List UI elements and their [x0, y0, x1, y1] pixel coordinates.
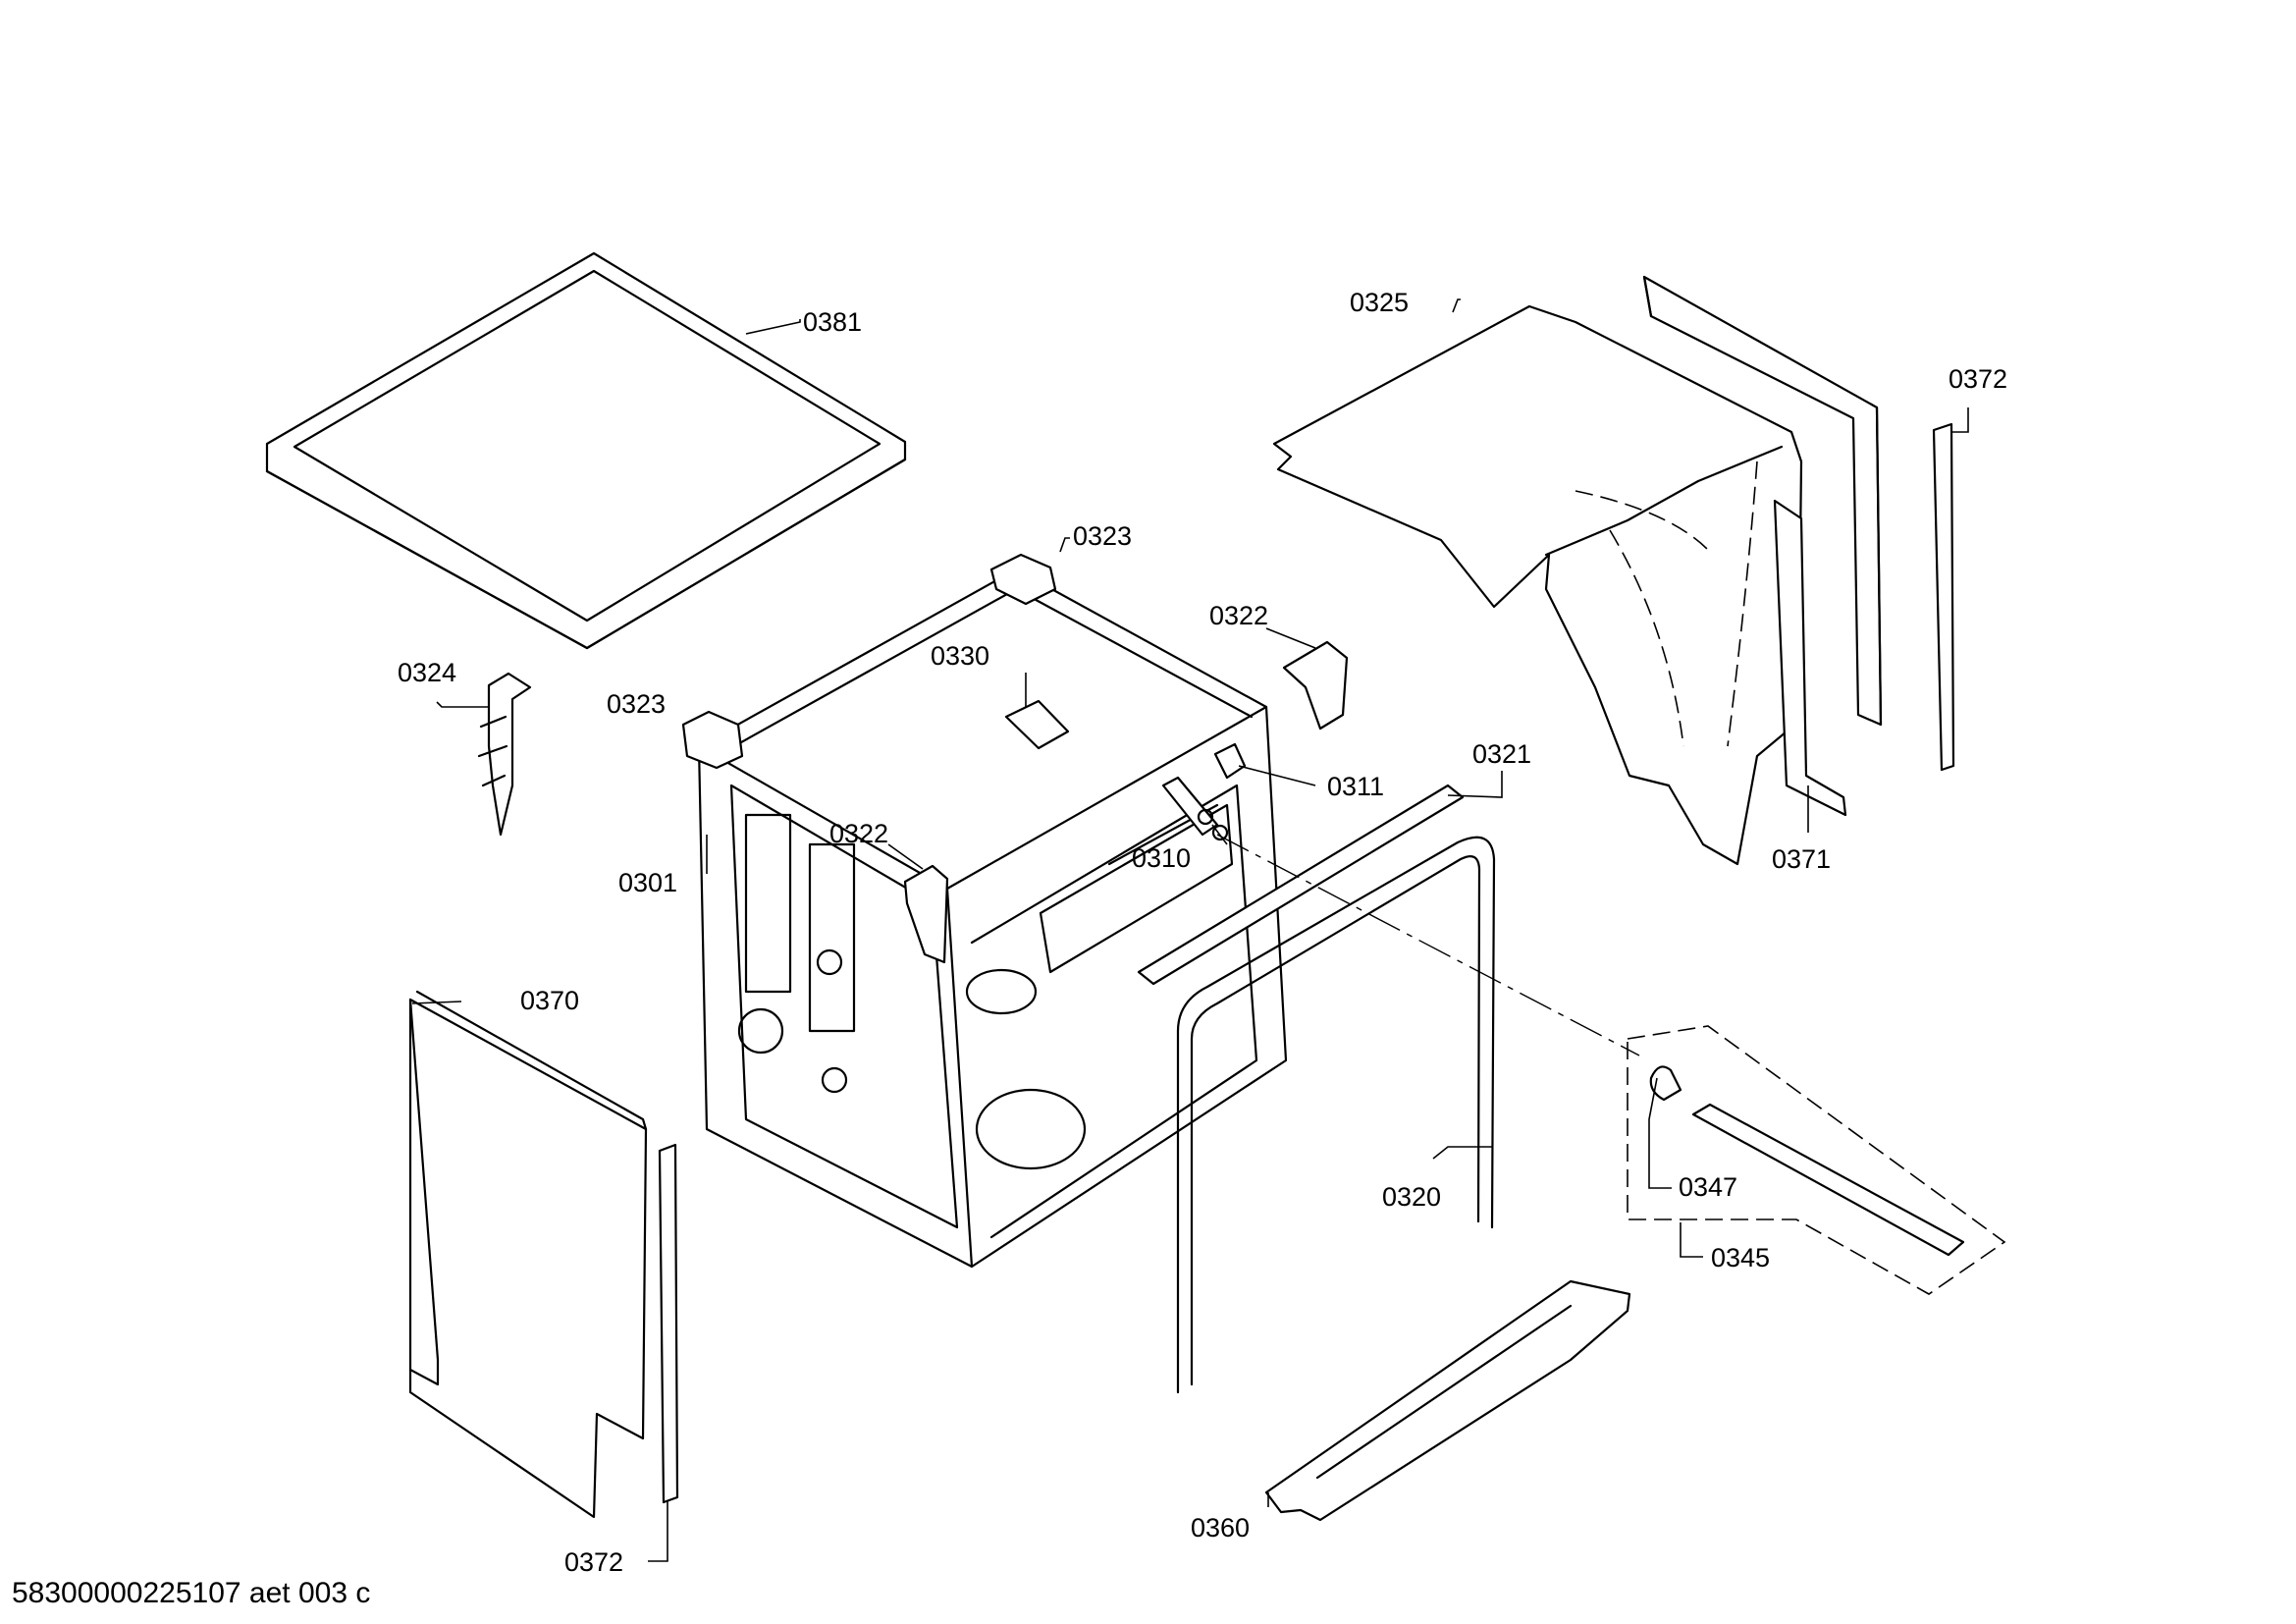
part-0325-insulation	[1272, 304, 1803, 866]
part-0323-fitting-b	[681, 710, 744, 770]
label-0372-right: 0372	[1949, 364, 2007, 394]
label-0370: 0370	[520, 986, 579, 1015]
part-0372-strip-right	[1932, 422, 1955, 772]
part-0324-bracket	[477, 672, 532, 837]
part-0347-clip	[1649, 1065, 1682, 1102]
part-0330-clip	[1004, 699, 1070, 750]
part-0310-hinge-lever	[1161, 776, 1229, 841]
label-0310: 0310	[1132, 843, 1191, 873]
label-0372-left: 0372	[564, 1547, 623, 1577]
label-0321: 0321	[1472, 739, 1531, 769]
assembly-axis-line	[1216, 834, 1640, 1056]
label-0323-top: 0323	[1073, 521, 1132, 551]
label-0311: 0311	[1327, 772, 1384, 801]
part-0370-side-panel	[408, 990, 648, 1519]
part-0372-strip-left	[658, 1143, 679, 1504]
label-0325: 0325	[1350, 288, 1409, 317]
label-0360: 0360	[1191, 1513, 1250, 1543]
label-0381: 0381	[803, 307, 862, 337]
label-0323-left: 0323	[607, 689, 666, 719]
label-0322-right: 0322	[1209, 601, 1268, 630]
part-0345-rail	[1691, 1103, 1965, 1257]
part-0323-fitting-a	[989, 553, 1057, 606]
label-0301: 0301	[618, 868, 677, 897]
part-0311-hinge	[1213, 742, 1247, 780]
part-0360-plinth	[1264, 1279, 1631, 1522]
label-0371: 0371	[1772, 844, 1831, 874]
part-0320-seal	[1176, 836, 1496, 1394]
leader-lines	[411, 298, 1969, 1562]
label-0345: 0345	[1711, 1243, 1770, 1272]
label-0324: 0324	[398, 658, 456, 687]
label-0320: 0320	[1382, 1182, 1441, 1212]
label-0347: 0347	[1679, 1172, 1737, 1202]
part-0371-side-strip	[1773, 499, 1847, 817]
part-0322-bracket-right	[1282, 640, 1349, 731]
part-0321-rail	[1137, 784, 1465, 986]
part-0301-tub	[697, 568, 1288, 1269]
group-0345-box	[1627, 1025, 2006, 1295]
part-0372-back-panel	[1642, 275, 1883, 727]
label-0330: 0330	[931, 641, 989, 671]
label-0322-left: 0322	[829, 819, 888, 848]
part-0322-bracket-left	[903, 864, 949, 964]
drawing-reference-caption: 58300000225107 aet 003 c	[12, 1577, 370, 1609]
part-0381-worktop	[265, 251, 907, 650]
